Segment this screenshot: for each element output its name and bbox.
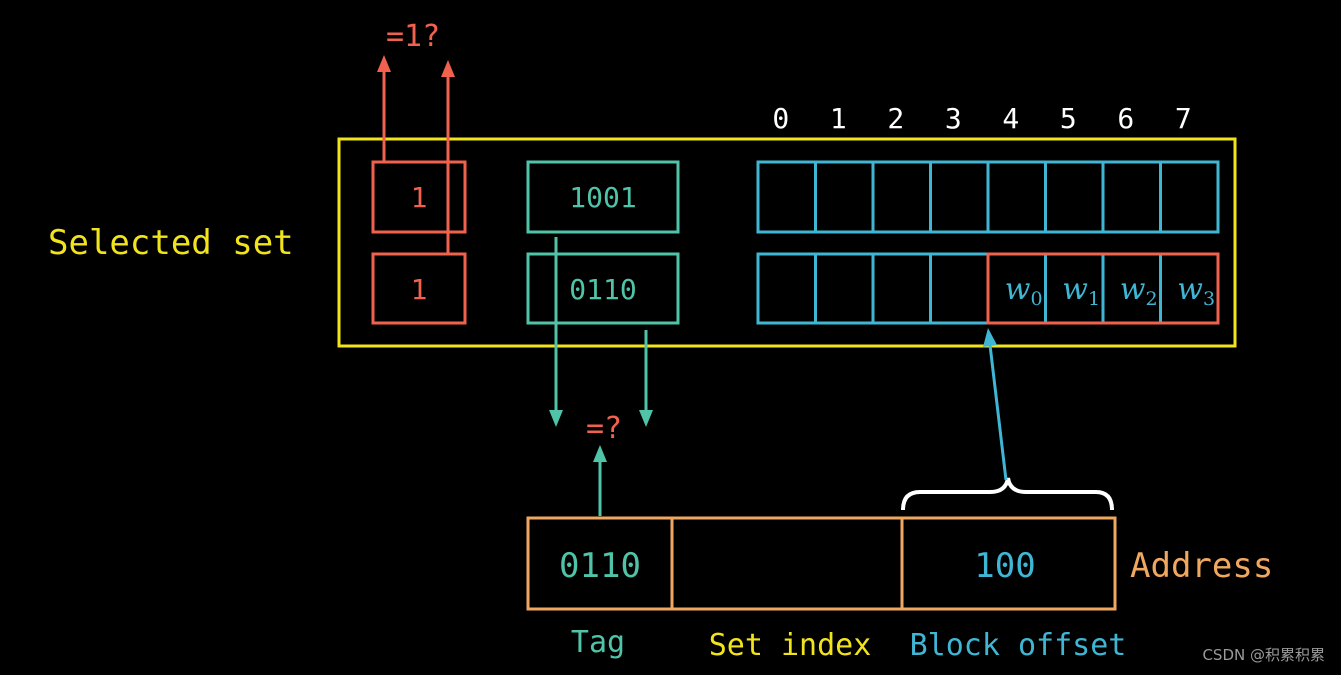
block-cell-line-0-byte-0 bbox=[756, 160, 817, 234]
selected-words-highlight bbox=[986, 252, 1220, 325]
block-cell-line-1-byte-0 bbox=[756, 252, 817, 325]
word-w0: w0 bbox=[1005, 272, 1043, 310]
offset-to-word-arrow bbox=[983, 328, 1008, 481]
tag-value-line-1: 0110 bbox=[569, 273, 636, 306]
tag-box-line-1 bbox=[526, 252, 680, 325]
valid-check-label: =1? bbox=[386, 19, 440, 54]
valid-bit-box-line-0 bbox=[371, 160, 467, 234]
selected-set-frame bbox=[337, 137, 1237, 348]
valid-bit-line-0: 1 bbox=[411, 181, 428, 214]
tag-compare-label: =? bbox=[586, 411, 622, 446]
byte-index-1: 1 bbox=[830, 102, 847, 135]
block-cell-line-0-byte-2 bbox=[871, 160, 932, 234]
byte-index-3: 3 bbox=[945, 102, 962, 135]
address-label: Address bbox=[1130, 546, 1273, 586]
address-frame bbox=[526, 516, 1117, 611]
tag-field-label: Tag bbox=[571, 625, 625, 660]
block-cell-line-0-byte-1 bbox=[814, 160, 875, 234]
set-index-field-label: Set index bbox=[709, 628, 872, 663]
block-cell-line-0-byte-3 bbox=[929, 160, 990, 234]
word-labels: w0 w1 w2 w3 bbox=[1005, 272, 1215, 310]
byte-index-6: 6 bbox=[1117, 102, 1134, 135]
address-tag-value: 0110 bbox=[559, 546, 641, 586]
watermark: CSDN @积累积累 bbox=[1202, 646, 1325, 664]
selected-set-label: Selected set bbox=[48, 223, 294, 263]
byte-index-4: 4 bbox=[1002, 102, 1019, 135]
tag-compare-arrows bbox=[549, 237, 653, 516]
byte-index-5: 5 bbox=[1060, 102, 1077, 135]
word-w3: w3 bbox=[1177, 272, 1215, 310]
block-cell-line-1-byte-3 bbox=[929, 252, 990, 325]
byte-index-labels: 0 1 2 3 4 5 6 7 bbox=[772, 102, 1191, 135]
valid-check-arrows bbox=[377, 55, 455, 255]
block-cell-line-0-byte-7 bbox=[1159, 160, 1220, 234]
block-cell-line-1-byte-1 bbox=[814, 252, 875, 325]
tag-box-line-0 bbox=[526, 160, 680, 234]
tag-value-line-0: 1001 bbox=[569, 181, 636, 214]
block-offset-field-label: Block offset bbox=[910, 628, 1127, 663]
word-w1: w1 bbox=[1062, 272, 1100, 310]
byte-index-0: 0 bbox=[772, 102, 789, 135]
block-cell-line-0-byte-6 bbox=[1101, 160, 1162, 234]
byte-index-2: 2 bbox=[887, 102, 904, 135]
byte-index-7: 7 bbox=[1175, 102, 1192, 135]
valid-bit-box-line-1 bbox=[371, 252, 467, 325]
block-cell-line-0-byte-5 bbox=[1044, 160, 1105, 234]
block-cell-line-0-byte-4 bbox=[986, 160, 1047, 234]
valid-bit-line-1: 1 bbox=[411, 273, 428, 306]
block-cell-line-1-byte-2 bbox=[871, 252, 932, 325]
address-block-offset-value: 100 bbox=[974, 546, 1035, 586]
word-w2: w2 bbox=[1120, 272, 1158, 310]
block-offset-brace bbox=[901, 477, 1114, 511]
